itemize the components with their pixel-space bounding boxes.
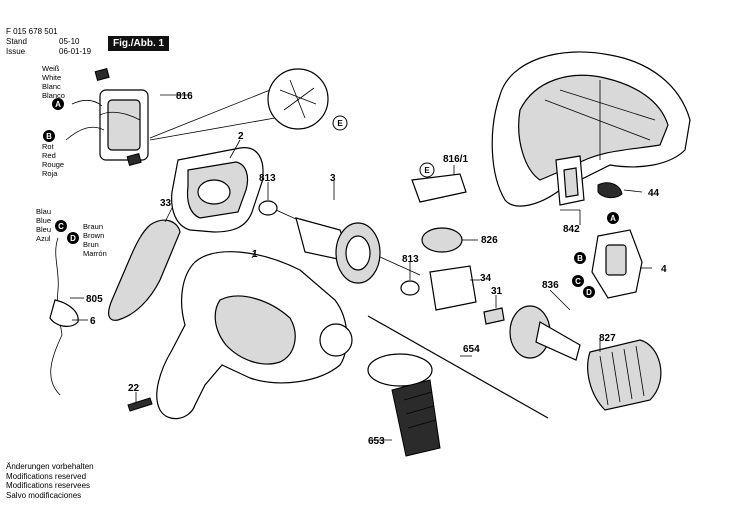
armature-fan <box>335 222 381 284</box>
wire-color-legend-brown: Braun Brown Brun Marrón <box>83 222 107 258</box>
legend-fr: Rouge <box>42 160 65 169</box>
legend-fr: Brun <box>83 240 99 249</box>
svg-text:E: E <box>424 166 430 175</box>
legend-de: Braun <box>83 222 104 231</box>
leader-lines <box>70 94 652 441</box>
callout-654: 654 <box>463 344 480 355</box>
connection-marker-a-switch: A <box>607 212 619 224</box>
legend-en: Brown <box>83 231 105 240</box>
wire-color-legend-red: Rot Red Rouge Roja <box>42 142 64 178</box>
brush-holder-small <box>411 173 467 203</box>
housing-shell <box>491 51 691 207</box>
screw <box>127 397 153 412</box>
footer-en: Modifications reserved <box>6 471 87 481</box>
svg-text:D: D <box>70 234 76 243</box>
connection-marker-c-switch: C <box>572 275 584 287</box>
connection-marker-e-detail: E <box>332 115 348 131</box>
connection-marker-a: A <box>52 98 64 110</box>
wire-color-legend-white: Weiß White Blanc Blanco <box>42 64 65 100</box>
connection-marker-e: E <box>419 162 435 178</box>
footer-fr: Modifications reservees <box>6 481 91 491</box>
callout-22: 22 <box>128 383 140 394</box>
callout-6: 6 <box>90 316 96 327</box>
stator-field <box>171 147 264 233</box>
legend-en: Blue <box>36 216 52 225</box>
callout-4: 4 <box>661 264 667 275</box>
legend-es: Roja <box>42 169 58 178</box>
legend-de: Weiß <box>42 64 60 73</box>
svg-text:C: C <box>58 222 64 231</box>
legend-es: Marrón <box>83 249 107 258</box>
callout-816: 816 <box>176 91 193 102</box>
callout-826: 826 <box>481 235 498 246</box>
switch-lever <box>597 182 623 199</box>
connection-marker-b: B <box>43 130 55 142</box>
callout-1: 1 <box>252 249 258 260</box>
svg-text:A: A <box>55 100 61 109</box>
callout-816-1: 816/1 <box>443 154 468 165</box>
callout-2: 2 <box>238 131 244 142</box>
legend-fr: Bleu <box>36 225 52 234</box>
connection-marker-d: D <box>67 232 79 244</box>
drill-housing <box>156 251 353 420</box>
issue-value: 06-01-19 <box>59 47 92 56</box>
switch-bracket <box>555 155 585 206</box>
connection-marker-d-switch: D <box>583 286 595 298</box>
connection-marker-c: C <box>55 220 67 232</box>
legend-en: Red <box>42 151 56 160</box>
callout-805: 805 <box>86 294 103 305</box>
spring <box>483 307 505 325</box>
detail-magnifier <box>149 68 329 141</box>
document-number: F 015 678 501 <box>6 27 58 36</box>
depth-rod <box>367 315 549 419</box>
callout-836: 836 <box>542 280 559 291</box>
svg-text:C: C <box>575 277 581 286</box>
callout-813-upper: 813 <box>259 173 276 184</box>
legend-es: Blanco <box>42 91 65 100</box>
wire-color-legend-blue: Blau Blue Bleu Azul <box>36 207 51 243</box>
svg-text:A: A <box>610 214 616 223</box>
callout-653: 653 <box>368 436 385 447</box>
legend-fr: Blanc <box>42 82 61 91</box>
drill-chuck <box>587 339 662 411</box>
svg-text:E: E <box>337 119 343 128</box>
cover-826 <box>421 227 463 253</box>
callout-44: 44 <box>648 188 660 199</box>
svg-text:B: B <box>577 254 583 263</box>
callout-31: 31 <box>491 286 503 297</box>
legend-en: White <box>42 73 62 82</box>
callout-813-lower: 813 <box>402 254 419 265</box>
figure-label: Fig./Abb. 1 <box>108 36 170 51</box>
stand-value: 05-10 <box>59 37 80 46</box>
footer-notice: Änderungen vorbehalten Modifications res… <box>6 462 94 500</box>
handle-cover <box>108 219 181 321</box>
power-cable <box>49 237 79 396</box>
connection-marker-b-switch: B <box>574 252 586 264</box>
spindle-gear <box>509 305 581 361</box>
issue-label: Issue <box>6 47 26 56</box>
callout-842: 842 <box>563 224 580 235</box>
bearing-plate <box>429 265 477 311</box>
callout-34: 34 <box>480 273 492 284</box>
switch-module <box>591 229 643 299</box>
callout-33: 33 <box>160 198 172 209</box>
footer-de: Änderungen vorbehalten <box>6 462 94 471</box>
svg-text:B: B <box>46 132 52 141</box>
brush-holder-assembly <box>65 67 149 166</box>
auxiliary-handle <box>367 353 441 457</box>
legend-de: Rot <box>42 142 54 151</box>
armature <box>258 200 421 296</box>
callout-3: 3 <box>330 173 336 184</box>
legend-de: Blau <box>36 207 52 216</box>
callout-827: 827 <box>599 333 616 344</box>
svg-text:D: D <box>586 288 592 297</box>
footer-es: Salvo modificaciones <box>6 490 82 500</box>
stand-label: Stand <box>6 37 27 46</box>
legend-es: Azul <box>36 234 51 243</box>
